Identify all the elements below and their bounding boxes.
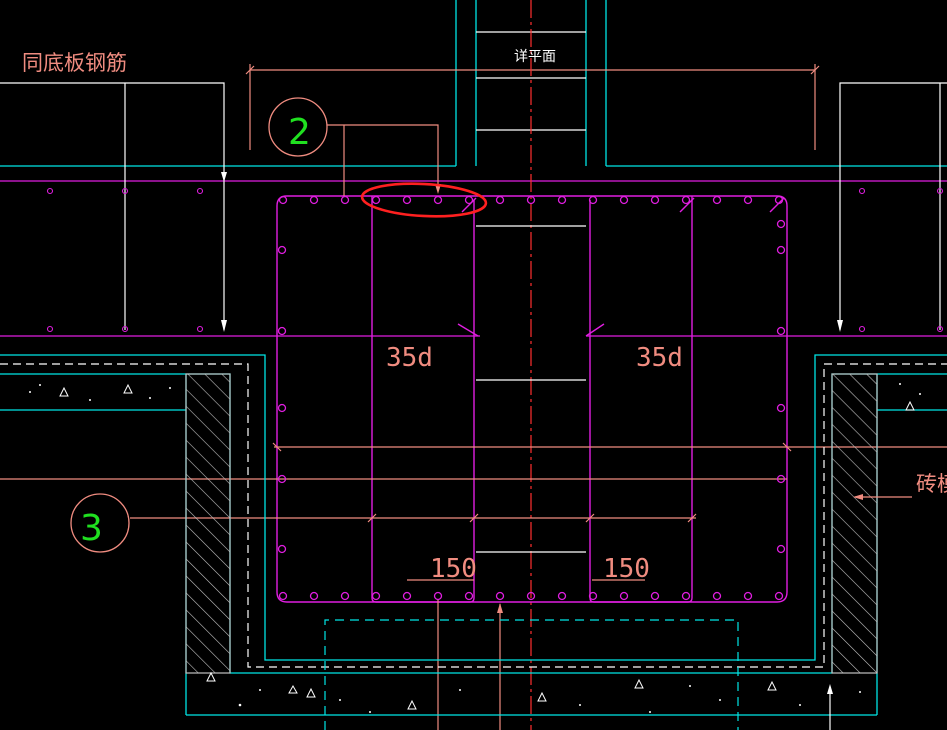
rebar-dot-right: [776, 326, 786, 336]
rebar-dot-top: [588, 195, 598, 205]
rebar-dot-top: [557, 195, 567, 205]
waterproof-dash-lines: [0, 363, 947, 668]
slab-dot: [936, 325, 944, 333]
rebar-dot-bottom: [650, 591, 660, 601]
rebar-dot-left: [277, 474, 287, 484]
pit-rebar-cage: [276, 195, 788, 603]
dim-35d-right: 35d: [636, 343, 683, 373]
rebar-dot-bottom: [619, 591, 629, 601]
rebar-dot-left: [277, 245, 287, 255]
rebar-dot-bottom: [557, 591, 567, 601]
rebar-dot-top: [309, 195, 319, 205]
rebar-dot-bottom: [309, 591, 319, 601]
rebar-dot-right: [776, 245, 786, 255]
brick-form-arrow: [853, 494, 863, 500]
slab-dot: [196, 325, 204, 333]
rebar-dot-top: [371, 195, 381, 205]
dim-150-left: 150: [430, 554, 477, 584]
callout-3: 3: [70, 493, 130, 553]
detail-plan-label: 详平面: [514, 49, 556, 65]
rebar-dot-right: [776, 219, 786, 229]
rebar-dot-bottom: [526, 591, 536, 601]
rebar-dot-top: [464, 195, 474, 205]
rebar-dot-top: [619, 195, 629, 205]
left-brick-wall: [185, 373, 231, 674]
callout-3-number: 3: [80, 508, 103, 549]
rebar-dot-bottom: [588, 591, 598, 601]
concrete-fill-marks: [59, 383, 915, 710]
bottom-right-arrow: [827, 684, 833, 694]
slab-dot: [858, 325, 866, 333]
slab-dot: [46, 187, 54, 195]
column-outline: [455, 0, 607, 166]
rebar-dot-right: [776, 403, 786, 413]
rebar-dot-bottom: [433, 591, 443, 601]
highlight-ellipse: [360, 182, 488, 218]
rebar-dot-left: [277, 326, 287, 336]
rebar-dot-bottom: [371, 591, 381, 601]
slab-rebar-dots: [46, 187, 944, 333]
rebar-dot-top: [402, 195, 412, 205]
callout-2: 2: [268, 97, 441, 196]
rebar-dot-bottom: [743, 591, 753, 601]
slab-dot: [196, 187, 204, 195]
rebar-dot-bottom: [495, 591, 505, 601]
right-brick-wall: [831, 373, 878, 674]
rebar-dot-top: [774, 195, 784, 205]
rebar-dot-left: [277, 544, 287, 554]
slab-dot: [46, 325, 54, 333]
rebar-dot-bottom: [464, 591, 474, 601]
rebar-dot-left: [277, 403, 287, 413]
brick-form-label: 砖模: [916, 472, 947, 496]
rebar-dot-bottom: [712, 591, 722, 601]
bottom-leader-arrow: [497, 603, 503, 613]
rebar-dot-bottom: [340, 591, 350, 601]
rebar-dot-top: [278, 195, 288, 205]
slab-dot: [936, 187, 944, 195]
callout-2-number: 2: [288, 112, 311, 153]
rebar-dot-top: [681, 195, 691, 205]
note-bottom-slab-rebar: 同底板钢筋: [22, 51, 127, 75]
rebar-dot-top: [495, 195, 505, 205]
rebar-dot-bottom: [681, 591, 691, 601]
rebar-dot-bottom: [774, 591, 784, 601]
rebar-dot-top: [712, 195, 722, 205]
rebar-dot-top: [650, 195, 660, 205]
top-dimension: [245, 64, 820, 150]
leader-arrows: [221, 172, 843, 332]
slab-dot: [858, 187, 866, 195]
rebar-dot-top: [433, 195, 443, 205]
dim-35d-left: 35d: [386, 343, 433, 373]
slab-dot: [121, 187, 129, 195]
pit-ladder: [476, 225, 586, 553]
concrete-dots: [29, 383, 921, 713]
rebar-dot-top: [340, 195, 350, 205]
slab-dot: [121, 325, 129, 333]
slab-rebar-lines: [0, 180, 947, 337]
dim-150-right: 150: [603, 554, 650, 584]
bottom-leaders: [437, 600, 501, 730]
rebar-dot-right: [776, 544, 786, 554]
rebar-dot-bottom: [402, 591, 412, 601]
rebar-dots: [277, 195, 786, 601]
inner-dash-outline: [324, 619, 739, 730]
rebar-dot-bottom: [278, 591, 288, 601]
rebar-dot-top: [526, 195, 536, 205]
rebar-dot-right: [776, 474, 786, 484]
rebar-dot-top: [743, 195, 753, 205]
leader-lines: [0, 82, 947, 330]
